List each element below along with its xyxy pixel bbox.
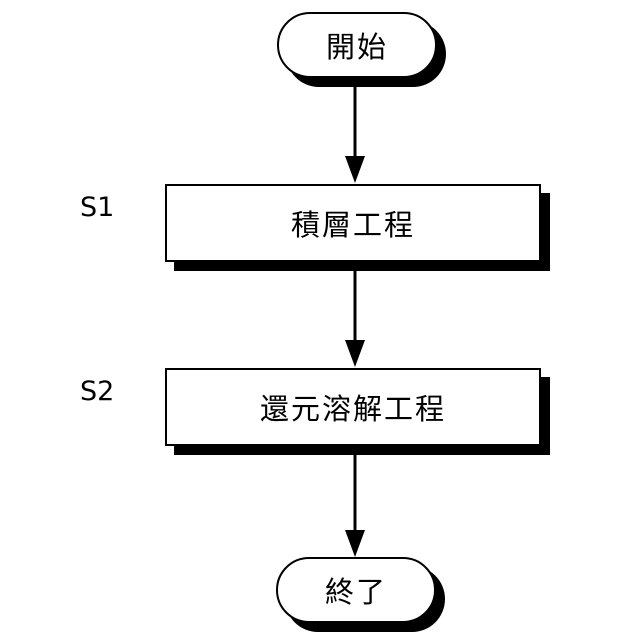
end-terminal: 終了 (276, 557, 436, 623)
start-terminal: 開始 (277, 12, 437, 78)
arrowhead-start-to-s1 (345, 156, 365, 183)
start-label: 開始 (326, 24, 388, 66)
step-s1-id: S1 (80, 192, 114, 223)
step-s2-box: 還元溶解工程 (165, 368, 541, 446)
end-label: 終了 (325, 569, 387, 611)
step-s1-box: 積層工程 (165, 184, 541, 262)
step-s2-id: S2 (80, 376, 114, 407)
step-s1-label: 積層工程 (291, 202, 415, 244)
arrowhead-s1-to-s2 (345, 340, 365, 367)
arrowhead-s2-to-end (345, 530, 365, 557)
step-s2-label: 還元溶解工程 (260, 386, 446, 428)
